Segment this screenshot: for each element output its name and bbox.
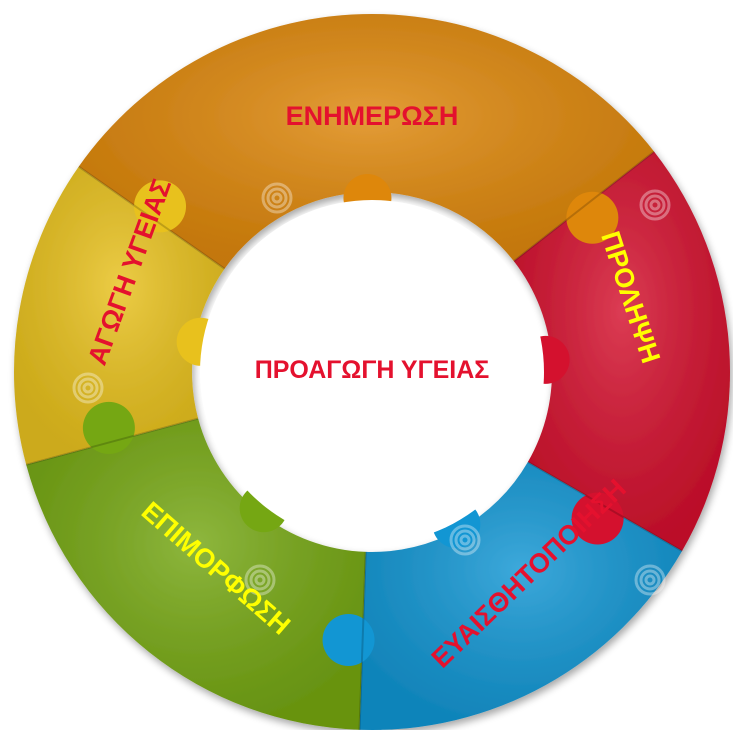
seam-line bbox=[358, 551, 367, 730]
seam-line bbox=[513, 150, 655, 262]
spiral-logo-icon bbox=[244, 564, 276, 596]
side-tab-epimorfosi bbox=[82, 401, 135, 454]
spiral-logo-icon bbox=[634, 564, 666, 596]
segment-shade-agogi-ygeias bbox=[13, 166, 225, 465]
seam-line bbox=[527, 461, 683, 552]
spiral-logo-icon bbox=[72, 372, 104, 404]
puzzle-ring bbox=[13, 14, 731, 730]
side-tab-prolipsi bbox=[571, 492, 624, 545]
spiral-logo-icon bbox=[639, 189, 671, 221]
segment-shade-epimorfosi bbox=[26, 418, 366, 730]
spiral-logo-icon bbox=[261, 182, 293, 214]
segment-label-enimerosi: ΕΝΗΜΕΡΩΣΗ bbox=[286, 101, 459, 131]
seam-line bbox=[25, 417, 199, 466]
center-label: ΠΡΟΑΓΩΓΗ ΥΓΕΙΑΣ bbox=[255, 356, 490, 384]
puzzle-seams bbox=[25, 150, 683, 730]
side-tab-enimerosi bbox=[566, 191, 619, 244]
side-tab-agogi-ygeias bbox=[134, 180, 187, 233]
center-disk bbox=[200, 200, 544, 544]
segment-shade-prolipsi bbox=[513, 151, 731, 551]
segment-shade-enimerosi bbox=[78, 14, 655, 269]
watermark-layer bbox=[72, 14, 681, 596]
spiral-logo-icon bbox=[449, 524, 481, 556]
seam-line bbox=[78, 165, 226, 270]
side-tab-evaisthitopoiisi bbox=[322, 613, 375, 666]
spiral-logo-icon bbox=[649, 14, 681, 46]
